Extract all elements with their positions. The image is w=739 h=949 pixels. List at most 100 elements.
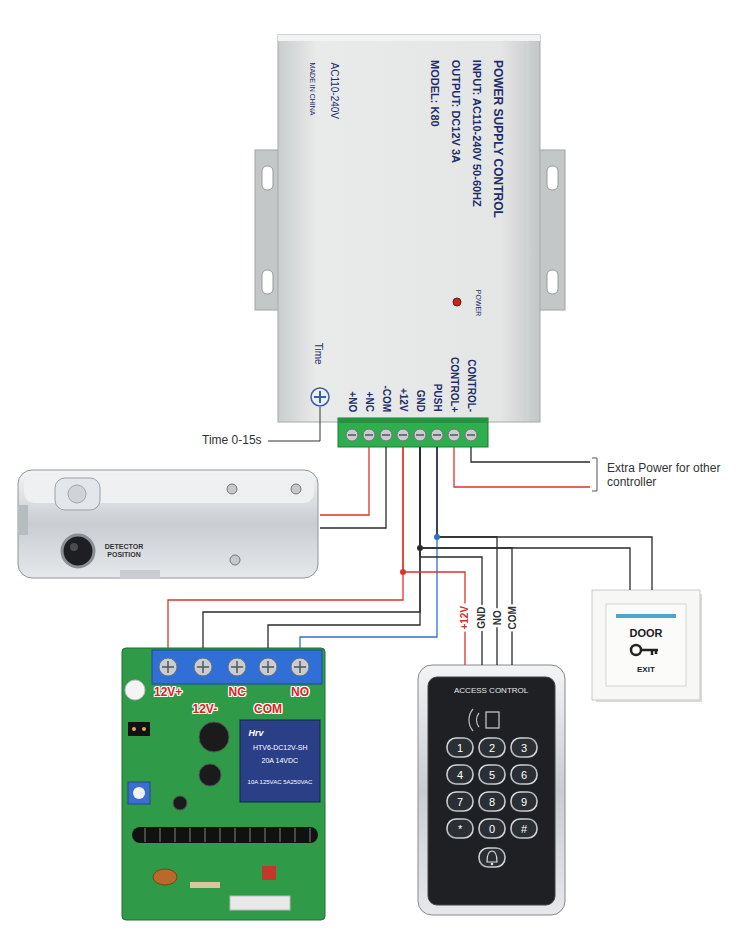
- relay-receiver-board: [132, 727, 136, 731]
- terminal-label: NC: [229, 686, 246, 700]
- button-label: DOOR: [630, 627, 663, 640]
- access-keypad: [418, 665, 565, 915]
- relay-model: HTV6-DC12V-SH: [253, 744, 307, 752]
- leader-line: [268, 407, 320, 441]
- leader-line: [268, 407, 320, 441]
- electric-lock: [68, 485, 86, 503]
- exit-button: [596, 594, 702, 702]
- power-supply-housing: [528, 41, 529, 420]
- relay-receiver-board: [173, 796, 187, 810]
- extra-power-wire: [471, 447, 590, 462]
- relay-brand: Hrv: [249, 728, 264, 738]
- access-keypad: [511, 792, 537, 811]
- access-keypad: [479, 765, 505, 784]
- access-keypad: [487, 851, 497, 862]
- key-label: 1: [457, 742, 463, 755]
- electric-lock: [18, 505, 28, 535]
- callout-label: Time 0-15s: [202, 434, 262, 448]
- electric-lock: [230, 555, 240, 565]
- access-keypad: [479, 792, 505, 811]
- junction-dots: [417, 545, 423, 551]
- wire-connector: [300, 447, 437, 648]
- power-supply-box: POWER SUPPLY CONTROLINPUT: AC110-240V 50…: [255, 35, 565, 447]
- time-knob: [311, 388, 329, 406]
- relay-receiver-board: 12V+12V-NCCOMNOHrvHTV6-DC12V-SH20A 14VDC…: [122, 648, 325, 920]
- terminal-label: -COM: [380, 385, 392, 412]
- relay-receiver-board: [145, 828, 310, 842]
- electric-lock: [70, 543, 78, 551]
- power-supply-housing: [547, 270, 558, 294]
- power-supply-housing: [290, 41, 291, 420]
- key-label: #: [521, 823, 527, 836]
- exit-button: [631, 645, 641, 655]
- relay-receiver-board: [199, 764, 221, 786]
- extra-power-wire: [454, 447, 597, 491]
- wire-connector: [420, 447, 482, 665]
- wire-label: +12V: [459, 604, 471, 632]
- terminal-block: [338, 418, 488, 447]
- wire-connector: [437, 447, 497, 665]
- power-supply-housing: [547, 166, 558, 190]
- key-label: 0: [489, 823, 495, 836]
- electric-lock: [18, 470, 318, 578]
- access-keypad: ACCESS CONTROL123456789*0#: [418, 665, 565, 915]
- relay-receiver-board: [142, 727, 146, 731]
- relay-receiver-board: [132, 827, 318, 843]
- power-supply-housing: [255, 35, 565, 422]
- callout-label: Extra Power for other controller: [607, 462, 727, 490]
- access-keypad: [418, 665, 565, 915]
- relay-receiver-board: [230, 896, 290, 910]
- terminal-block: [338, 418, 488, 447]
- wire-connector: [203, 447, 420, 648]
- relay-receiver-board: [190, 882, 220, 888]
- relay-receiver-board: [128, 782, 150, 804]
- time-knob: [311, 388, 329, 406]
- terminal-label: NO: [291, 686, 309, 700]
- wire-connector: [420, 447, 512, 665]
- access-keypad: [511, 819, 537, 838]
- relay-receiver-board: [122, 648, 325, 920]
- exit-button: DOOR EXIT: [592, 590, 700, 700]
- electric-lock: [291, 484, 301, 494]
- power-supply-housing: [453, 298, 461, 306]
- terminal-label: PUSH: [431, 384, 443, 412]
- terminal-label: +NO: [346, 391, 358, 412]
- access-keypad: [479, 848, 505, 867]
- terminal-label: 12V-: [193, 703, 218, 717]
- key-label: *: [458, 823, 462, 836]
- electric-lock: [18, 470, 318, 578]
- knob-label: Time: [312, 343, 324, 365]
- terminal-label: CONTROL-: [465, 359, 477, 412]
- keypad-title: ACCESS CONTROL: [454, 686, 528, 695]
- button-label: EXIT: [637, 665, 655, 674]
- power-supply-housing: [262, 166, 273, 190]
- relay-receiver-board: [240, 720, 320, 802]
- wire-label: NO: [491, 608, 503, 627]
- access-keypad: [447, 738, 537, 867]
- key-label: 5: [489, 769, 495, 782]
- key-label: 2: [489, 742, 495, 755]
- relay-receiver-board: [153, 869, 177, 885]
- key-label: 4: [457, 769, 463, 782]
- sensor-label: DETECTOR POSITION: [97, 543, 151, 559]
- terminal-label: 12V+: [154, 686, 182, 700]
- time-knob: [319, 391, 321, 403]
- exit-button: [592, 590, 700, 700]
- relay-receiver-board: [162, 661, 306, 673]
- electric-lock: [55, 478, 100, 510]
- exit-button: [616, 614, 676, 618]
- access-keypad: [511, 738, 537, 757]
- power-supply-housing: [278, 35, 540, 41]
- electric-lock: [120, 570, 160, 578]
- terminal-label: COM: [254, 703, 282, 717]
- housing-title: POWER SUPPLY CONTROL: [490, 60, 504, 218]
- access-keypad: [447, 738, 473, 757]
- junction-dots: [434, 534, 440, 540]
- terminal-label: GND: [414, 390, 426, 412]
- access-keypad: [511, 765, 537, 784]
- electric-lock: DETECTOR POSITION: [15, 465, 320, 580]
- exit-button: [641, 650, 658, 655]
- extra-power-wire: [454, 447, 590, 487]
- access-keypad: [447, 765, 473, 784]
